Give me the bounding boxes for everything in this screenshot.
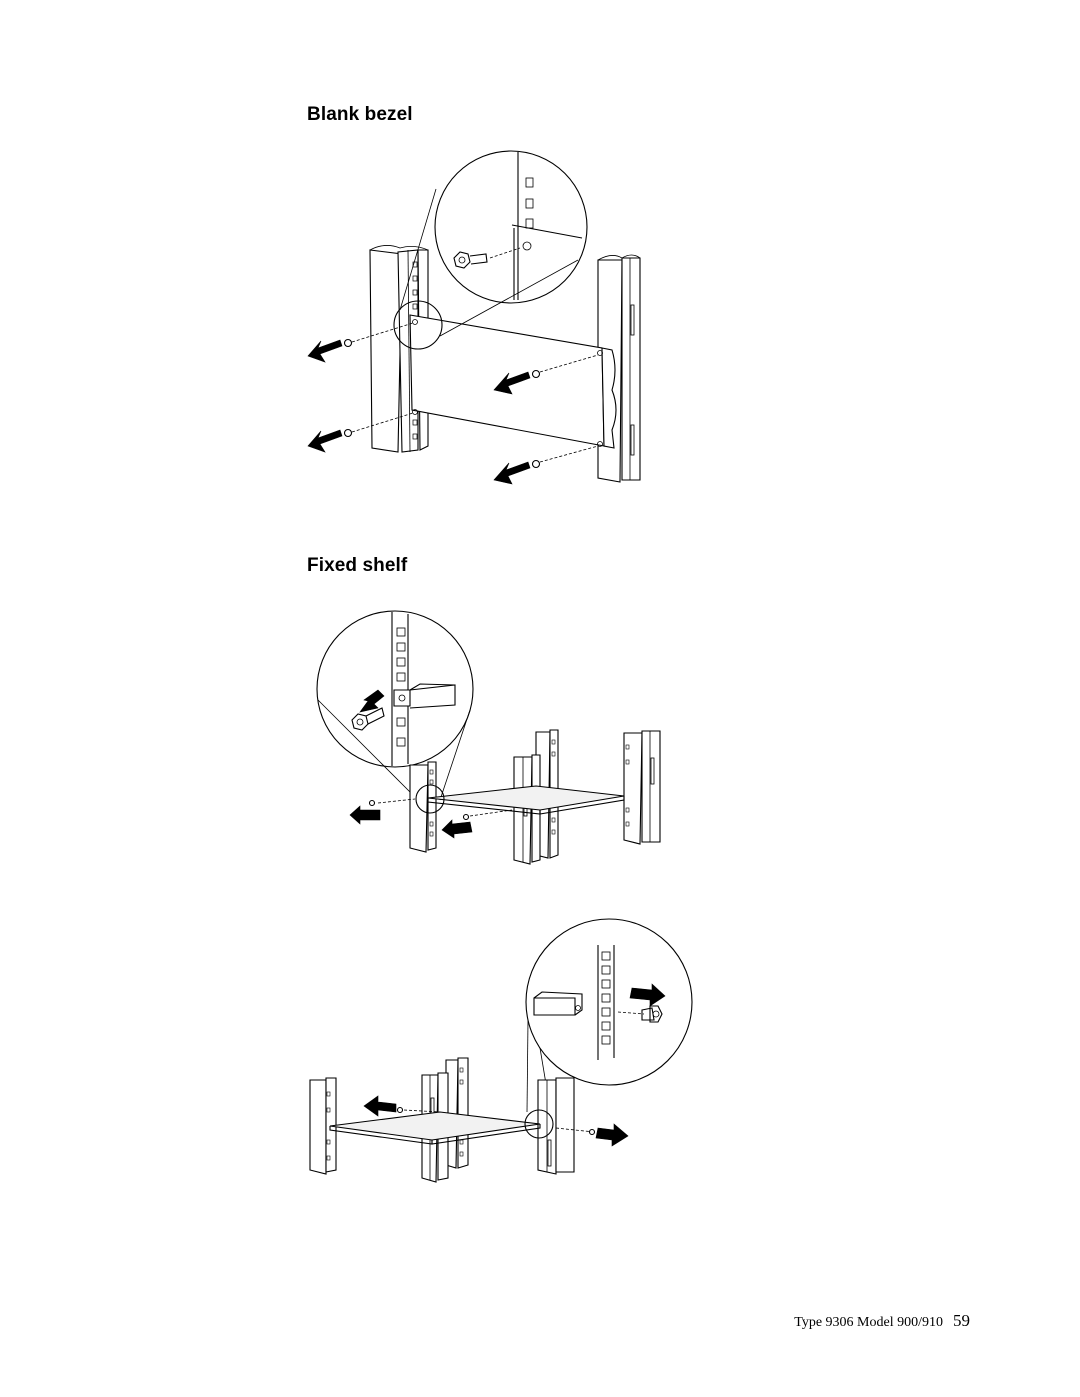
removal-arrow-icon — [307, 339, 531, 485]
removal-arrow-icon — [363, 1095, 629, 1147]
section-heading-blank-bezel: Blank bezel — [307, 104, 413, 125]
product-name: Type 9306 Model 900/910 — [794, 1315, 943, 1330]
page-number: 59 — [953, 1311, 970, 1330]
detail-magnifier-circle — [393, 150, 588, 350]
removal-arrow-icon — [349, 805, 473, 839]
detail-magnifier-circle — [525, 918, 693, 1127]
fixed-shelf — [329, 1111, 541, 1141]
front-left-rail — [309, 1077, 337, 1175]
section-heading-fixed-shelf: Fixed shelf — [307, 555, 408, 576]
detail-magnifier-circle — [316, 610, 474, 801]
front-right-rail — [537, 1077, 575, 1175]
page-footer: Type 9306 Model 900/910 59 — [794, 1311, 970, 1331]
screw-icon — [343, 338, 541, 469]
rear-right-rail — [623, 730, 661, 845]
